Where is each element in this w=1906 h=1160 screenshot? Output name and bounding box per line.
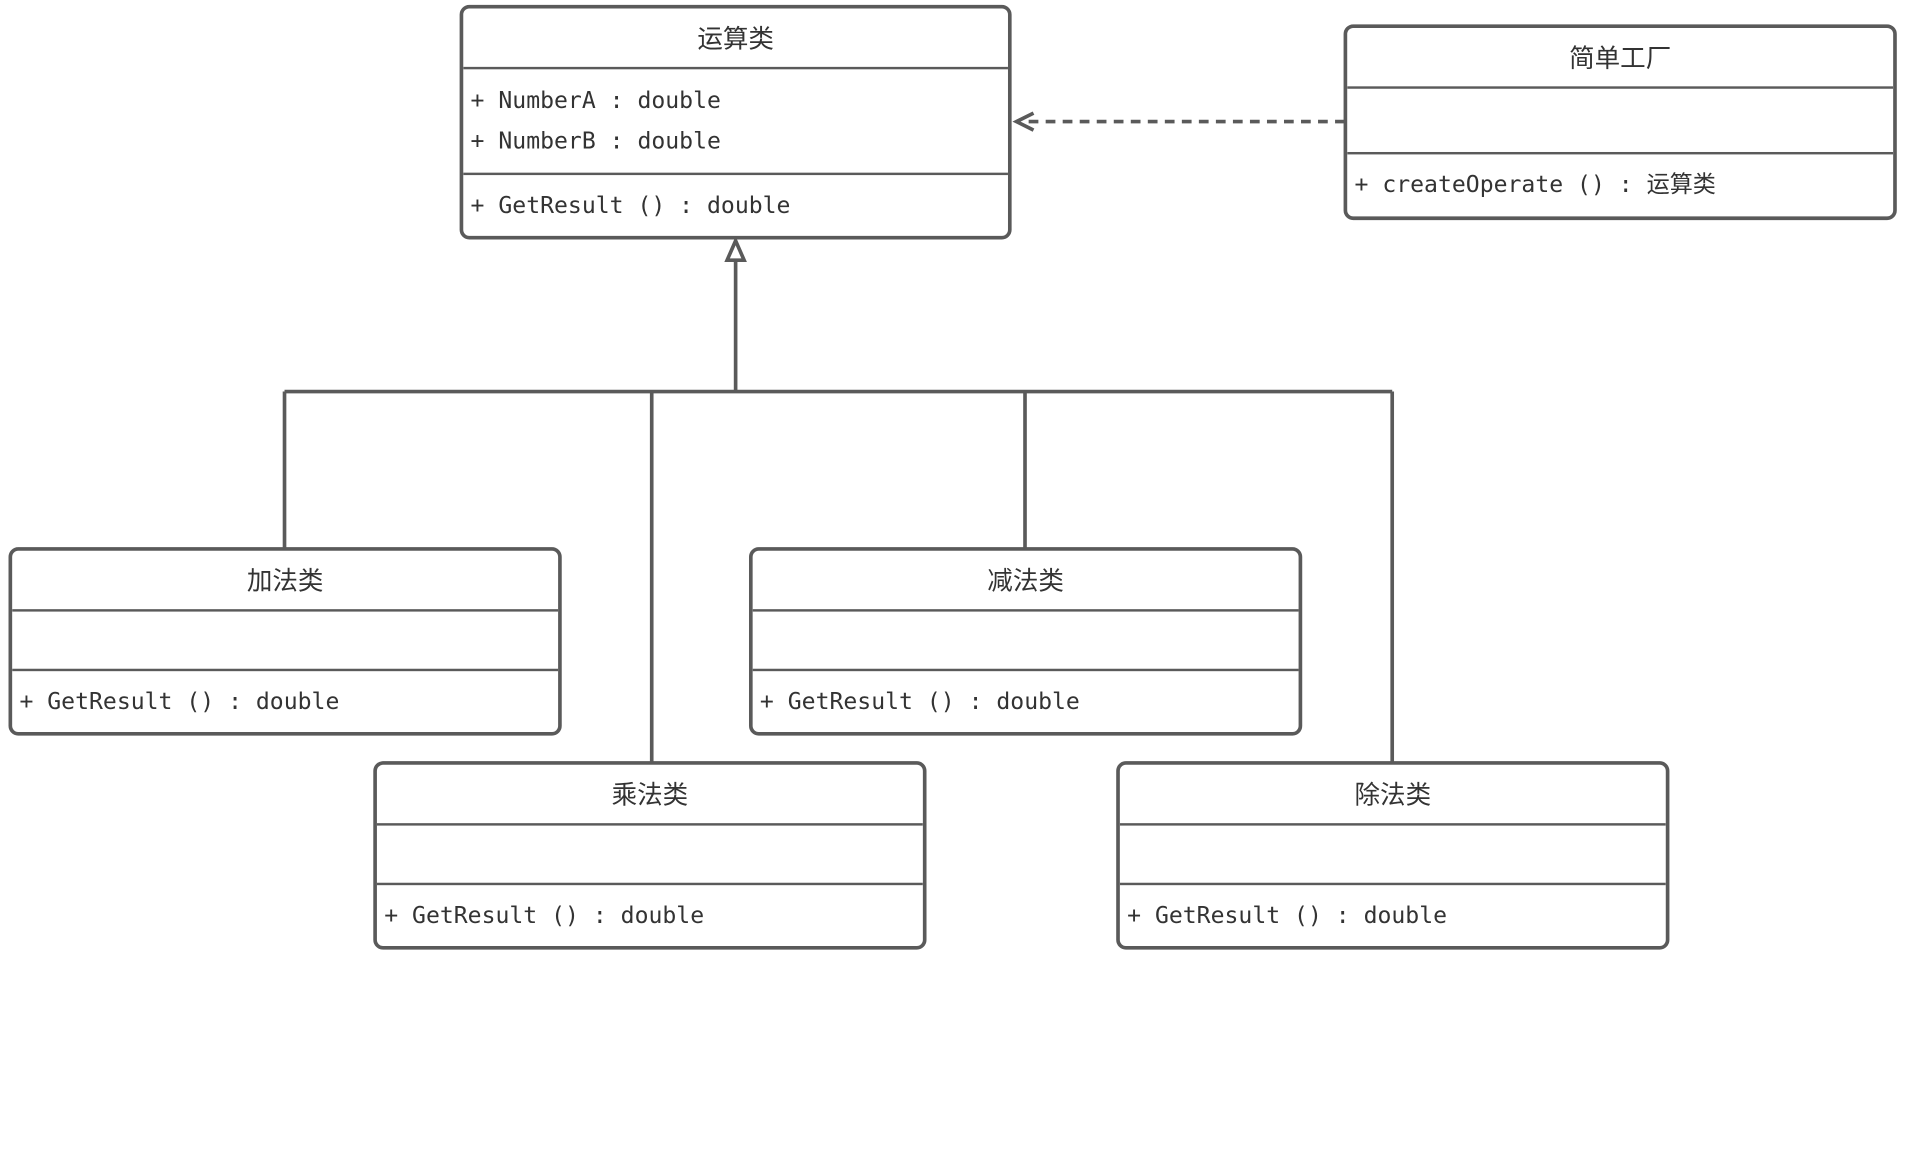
methods-section: + GetResult () : double (463, 175, 1008, 236)
class-operation: 运算类 + NumberA : double + NumberB : doubl… (459, 4, 1012, 240)
method: + GetResult () : double (1127, 901, 1448, 929)
class-add: 加法类 + GetResult () : double (8, 547, 562, 736)
connectors (282, 111, 1395, 763)
methods-section: + GetResult () : double (1120, 885, 1666, 946)
method: + createOperate () : 运算类 (1355, 165, 1886, 205)
method: + GetResult () : double (19, 687, 340, 715)
method: + GetResult () : double (759, 687, 1080, 715)
methods-section: + createOperate () : 运算类 (1347, 154, 1893, 216)
inheritance-arrowhead (724, 236, 747, 263)
class-name: 简单工厂 (1347, 28, 1894, 89)
attributes-section (12, 612, 559, 672)
class-divide: 除法类 + GetResult () : double (1116, 761, 1670, 950)
methods-section: + GetResult () : double (377, 885, 923, 946)
class-name: 除法类 (1119, 765, 1666, 826)
method: + GetResult () : double (470, 191, 791, 219)
class-name: 减法类 (752, 551, 1299, 612)
class-name: 加法类 (12, 551, 559, 612)
method-return-type: 运算类 (1646, 171, 1716, 199)
class-simple-factory: 简单工厂 + createOperate () : 运算类 (1343, 24, 1897, 221)
attributes-section (376, 826, 923, 886)
class-name: 运算类 (463, 9, 1008, 70)
class-multiply: 乘法类 + GetResult () : double (373, 761, 927, 950)
method: + GetResult () : double (384, 901, 705, 929)
attributes-section (1119, 826, 1666, 886)
attributes-section (1347, 89, 1894, 155)
method-signature: + createOperate () : (1354, 171, 1647, 199)
attributes-section (752, 612, 1299, 672)
class-subtract: 减法类 + GetResult () : double (748, 547, 1303, 736)
attribute: + NumberA : double (470, 86, 721, 114)
methods-section: + GetResult () : double (753, 671, 1299, 732)
attributes-section: + NumberA : double + NumberB : double (463, 69, 1008, 176)
class-name: 乘法类 (376, 765, 923, 826)
attribute: + NumberB : double (470, 127, 721, 154)
dependency-arrowhead (1012, 111, 1035, 132)
methods-section: + GetResult () : double (12, 671, 558, 732)
